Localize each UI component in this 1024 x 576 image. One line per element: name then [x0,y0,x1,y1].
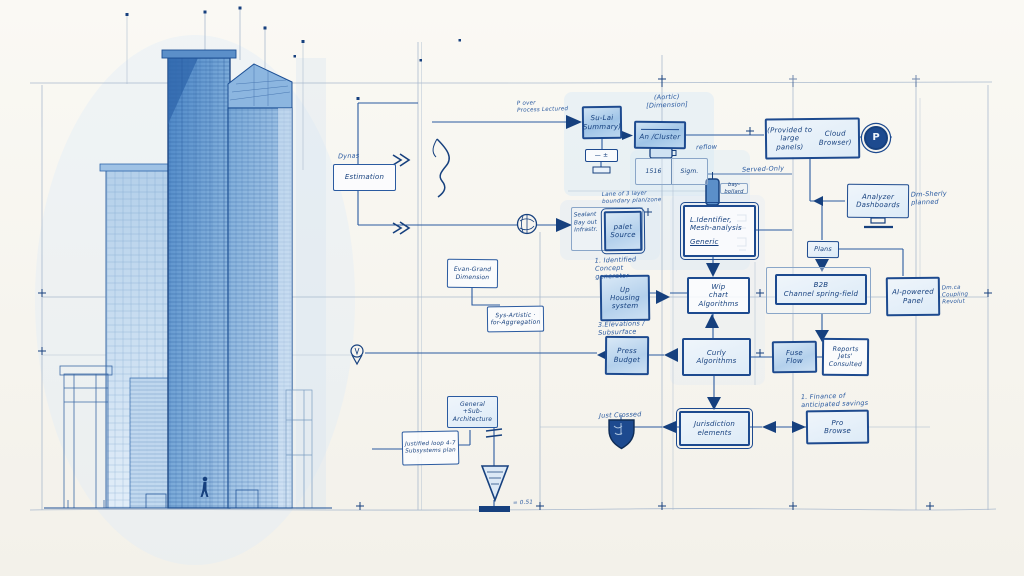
node-ai-panel: AI-powered Panel [885,276,941,317]
annot-p-over: P over Process Lectured [516,100,569,114]
node-sulai-summary: Su-Lai Summary) [581,105,623,140]
node-analyzer-dashboard: Analyzer Dashboards [846,183,910,219]
node-justified-loop: Justified loop 4-7 Subsystems plan [401,430,460,466]
node-up-housing: Up Housing system [599,274,651,322]
annot-elevations: 3.Elevations / Subsurface [597,319,645,337]
circled-p-badge: P [864,126,888,150]
node-press-budget: Press Budget [604,335,650,376]
flow-arrowheads [556,115,829,433]
funnel-icon [479,465,510,512]
annot-identified: 1. Identified Concept generator [594,255,637,281]
crossing-ticks [38,75,992,510]
node-sys-artistic: Sys-Artistic · for-Aggregation [486,305,545,333]
eqbox-stem [592,166,611,174]
sealant-script: Sealant Bay out Infrastr. [573,211,598,234]
node-palet-source: palet Source [600,207,646,255]
annot-lane: Lane of 3 layer boundary plan/zone [601,190,662,206]
node-jurisdiction: Jurisdiction elements [676,408,753,449]
survey-dots [125,6,461,100]
node-wip-chart: Wip chart Algorithms [687,277,750,314]
node-evan-grand: Evan-Grand Dimension [446,258,499,289]
monitor-stand-icon [864,217,893,229]
person-figure-icon [200,476,209,497]
cloud-cell-right: Cloud Browser) [818,129,852,147]
globe-icon [516,213,538,235]
node-cloud-browser: (Provided to large panels) Cloud Browser… [764,117,861,160]
annot-funnel-value: = 0.51 [512,499,534,507]
shield-icon [608,419,635,450]
chevron-arrow-icon [392,153,411,235]
location-pin-icon [350,344,364,366]
node-pro-browse: Pro Browse [805,409,870,445]
node-estimation: Estimation [333,164,396,191]
annot-reflow: reflow [695,142,718,152]
annot-dashboards-planned: Dm-Sherly planned [910,189,948,207]
flash-drive-icon [649,147,677,159]
annot-finance: 1. Finance of anticipated savings [800,391,869,410]
node-identifier-mesh: L.Identifier, Mesh-analysis Generic [680,202,759,260]
annot-just-crossed: Just Crossed [598,410,642,420]
node-reports: Reports Jets' Consulted [821,337,870,377]
node-eq-chip: — ± [585,149,618,162]
annot-served-only: Served-Only [741,164,785,174]
buildings-sketch [44,6,461,509]
bird-sketch-icon [432,138,450,198]
annot-dynas: Dynas [337,151,360,161]
node-plans: Plans [806,240,840,259]
node-curly-algorithms: Curly Algorithms [682,338,751,376]
annot-coupling: Dm.ca Coupling Revolut [941,284,969,306]
underline-stroke [641,128,679,131]
node-cells-1516: 1516 Sigm. [635,158,708,185]
cloud-cell-left: (Provided to large panels) [767,126,813,152]
node-b2b-channel: B2B Channel spring-field [775,274,867,305]
node-fuse-flow: Fuse Flow [771,340,818,374]
node-bay-tag: bay-bollard [720,182,748,195]
node-general-sub: General +Sub-Architecture [447,396,498,428]
node-an-cluster: An /Cluster [633,120,687,150]
flow-connectors [357,102,904,506]
annot-aortic: (Aortic) [Dimension] [646,92,689,110]
